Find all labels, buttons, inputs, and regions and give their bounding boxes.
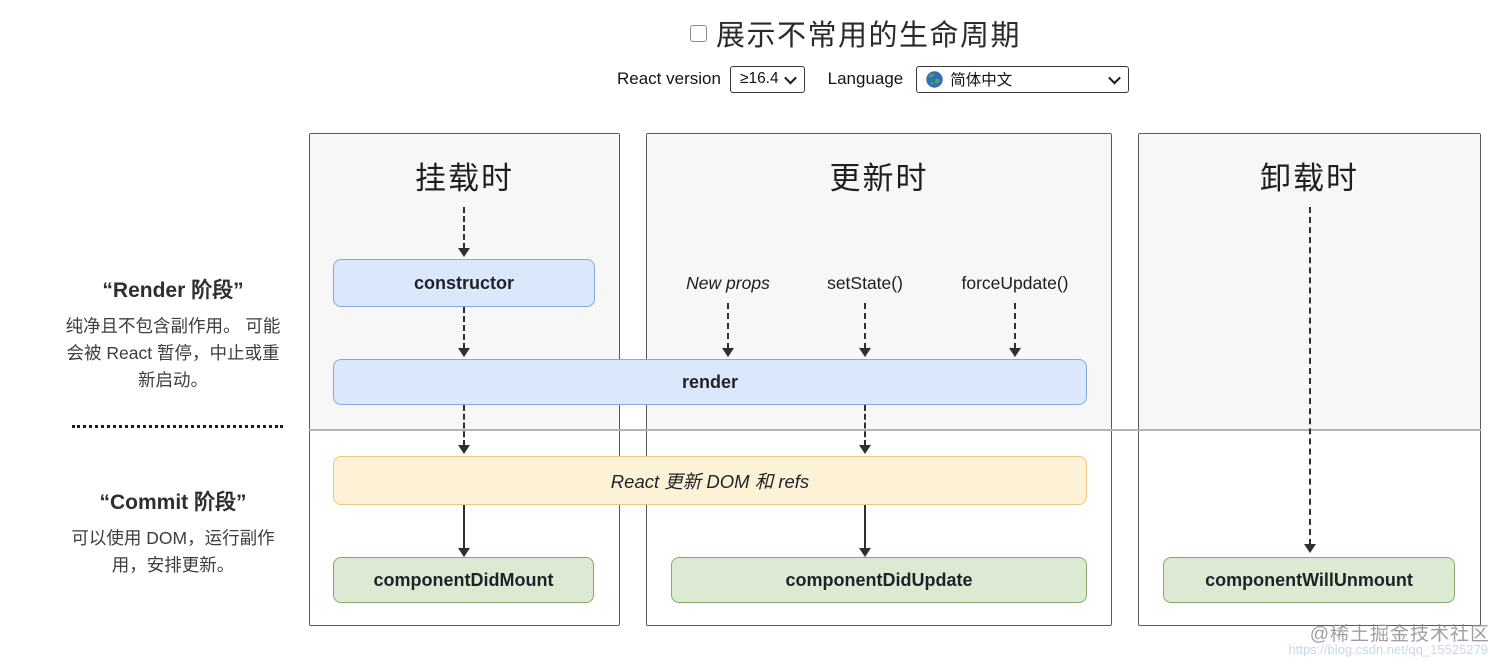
- page-header: 展示不常用的生命周期: [690, 12, 1021, 54]
- arrow-render-to-domupdate-update: [857, 405, 873, 454]
- arrow-mount-to-constructor: [456, 207, 472, 257]
- updating-column-title: 更新时: [829, 161, 929, 196]
- componentdidmount-node[interactable]: componentDidMount: [333, 557, 594, 603]
- unmounting-column-title: 卸载时: [1260, 161, 1359, 196]
- watermark-url: https://blog.csdn.net/qq_15525279: [1288, 642, 1489, 657]
- react-dom-update-node: React 更新 DOM 和 refs: [333, 456, 1087, 505]
- commit-phase-description: 可以使用 DOM，运行副作用，安排更新。: [71, 528, 275, 575]
- arrow-newprops-to-render: [720, 303, 736, 357]
- react-version-label: React version: [617, 69, 721, 88]
- diagram-controls: React version ≥16.4 Language 简体中文: [617, 64, 1130, 94]
- arrow-domupdate-to-didupdate: [857, 505, 873, 557]
- page-title: 展示不常用的生命周期: [716, 20, 1022, 52]
- arrow-constructor-to-render: [456, 307, 472, 357]
- commit-phase-label: “Commit 阶段” 可以使用 DOM，运行副作用，安排更新。: [60, 486, 286, 579]
- componentwillunmount-node[interactable]: componentWillUnmount: [1163, 557, 1455, 603]
- commit-phase-title: “Commit 阶段”: [99, 491, 247, 514]
- react-version-select[interactable]: ≥16.4: [729, 65, 805, 93]
- trigger-setstate: setState(): [827, 273, 903, 293]
- chevron-down-icon: [1108, 71, 1122, 84]
- show-less-common-checkbox[interactable]: [690, 24, 707, 42]
- globe-icon: [926, 70, 943, 88]
- language-value: 简体中文: [950, 72, 1013, 89]
- componentdidupdate-node[interactable]: componentDidUpdate: [671, 557, 1087, 603]
- render-commit-divider-line: [309, 429, 1481, 431]
- mounting-column-title: 挂载时: [415, 161, 514, 196]
- trigger-new-props: New props: [686, 273, 770, 293]
- phase-divider-dotted: [72, 425, 283, 428]
- render-node[interactable]: render: [333, 359, 1087, 405]
- language-select[interactable]: 简体中文: [916, 65, 1130, 93]
- arrow-forceupdate-to-render: [1007, 303, 1023, 357]
- language-label: Language: [827, 69, 904, 88]
- chevron-down-icon: [783, 71, 797, 84]
- arrow-render-to-domupdate-mount: [456, 405, 472, 454]
- constructor-node[interactable]: constructor: [333, 259, 595, 307]
- react-version-value: ≥16.4: [739, 70, 779, 87]
- render-phase-title: “Render 阶段”: [102, 279, 244, 302]
- trigger-forceupdate: forceUpdate(): [961, 273, 1069, 293]
- watermark-text: @稀土掘金技术社区: [1309, 624, 1490, 645]
- render-phase-description: 纯净且不包含副作用。 可能会被 React 暂停，中止或重新启动。: [65, 316, 281, 390]
- arrow-domupdate-to-didmount: [456, 505, 472, 557]
- arrow-setstate-to-render: [857, 303, 873, 357]
- arrow-unmount-to-willunmount: [1302, 207, 1318, 553]
- render-phase-label: “Render 阶段” 纯净且不包含副作用。 可能会被 React 暂停，中止或…: [60, 274, 286, 394]
